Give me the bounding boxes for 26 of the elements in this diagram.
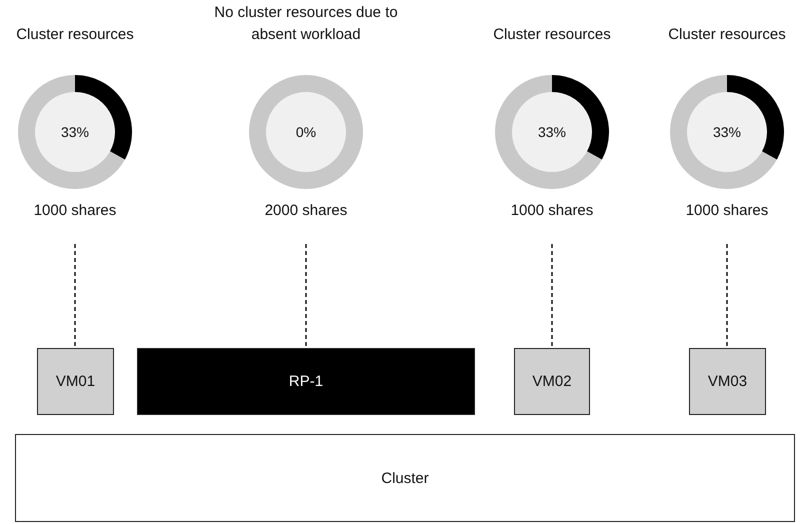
percentage-value: 0% (294, 123, 318, 142)
resource-pool-box (137, 348, 475, 415)
vm-box (689, 348, 766, 415)
vm-box (37, 348, 114, 415)
box-label: VM01 (56, 373, 96, 390)
box-label: VM03 (708, 373, 748, 390)
donut-heading: Cluster resources (15, 25, 135, 45)
percentage-value: 33% (536, 123, 568, 142)
box-label: Cluster (381, 470, 429, 486)
percentage-value: 33% (712, 123, 742, 142)
donut-heading: Cluster resources (492, 25, 612, 45)
dashed-connector (551, 244, 553, 348)
dashed-connector (726, 244, 728, 348)
box-label: VM02 (532, 373, 572, 390)
percentage-value: 33% (60, 123, 90, 142)
share-count: 1000 shares (510, 201, 594, 221)
share-count: 1000 shares (684, 201, 770, 221)
box-label: RP-1 (288, 373, 324, 390)
vm-box (514, 348, 590, 415)
cluster-box (15, 434, 795, 522)
donut-heading: Cluster resources (667, 25, 787, 45)
share-count: 2000 shares (264, 201, 348, 221)
dashed-connector (305, 244, 307, 348)
share-count: 1000 shares (32, 201, 118, 221)
donut-heading: No cluster resources due to absent workload (213, 3, 399, 45)
dashed-connector (74, 244, 76, 348)
